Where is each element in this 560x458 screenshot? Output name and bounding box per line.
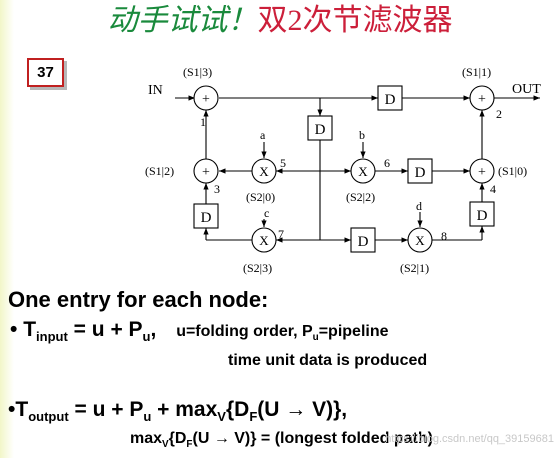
- adder-id-3: 3: [214, 182, 220, 196]
- multiplier-node-6: [350, 158, 376, 184]
- adder-label-3: (S1|2): [145, 164, 174, 178]
- max-note-b: {D: [168, 430, 187, 447]
- t-input-eq-sub: u: [142, 329, 151, 345]
- t-output-eq-sub: u: [143, 409, 152, 425]
- max-note-a-sub: V: [162, 439, 169, 451]
- adder-node-1: [193, 85, 219, 111]
- multiplier-id-6: 6: [384, 156, 390, 170]
- adder-symbol-1: +: [202, 92, 210, 107]
- delay-box-right: [469, 201, 495, 227]
- max-definition-note: maxV{DF(U → V)} = (longest folded path): [130, 430, 433, 450]
- bullet-2: •: [8, 398, 16, 421]
- adder-node-2: [469, 85, 495, 111]
- multiplier-id-7: 7: [278, 227, 284, 241]
- adder-id-1: 1: [200, 115, 206, 129]
- section-heading: One entry for each node:: [8, 287, 269, 312]
- adder-node-3: [193, 158, 219, 184]
- folding-note: u=folding order, Pu=pipeline: [176, 323, 389, 344]
- multiplier-coef-d: d: [416, 199, 422, 213]
- t-input-formula: • Tinput = u + Pu, u=folding order, Pu=p…: [10, 318, 389, 344]
- watermark-url: https://blog.csdn.net/qq_39159681: [385, 433, 554, 445]
- t-input-tail: ,: [150, 318, 157, 341]
- input-label: IN: [148, 83, 163, 98]
- delay-label-bottom: D: [358, 234, 369, 250]
- folding-note-a: u=folding order, P: [176, 323, 313, 340]
- delay-box-spine: [307, 115, 333, 141]
- delay-label-left: D: [201, 210, 212, 226]
- delay-label-right: D: [477, 208, 488, 224]
- adder-label-4: (S1|0): [498, 164, 527, 178]
- adder-symbol-2: +: [478, 92, 486, 107]
- multiplier-node-8: [407, 227, 433, 253]
- multiplier-label-8: (S2|1): [400, 261, 429, 275]
- delay-label-top: D: [385, 92, 396, 108]
- multiplier-id-5: 5: [280, 156, 286, 170]
- t-output-max-sub: V: [217, 409, 226, 425]
- t-output-t: T: [15, 398, 29, 421]
- max-note-c: (U → V)} = (longest folded path): [192, 430, 433, 447]
- t-input-sub: input: [36, 329, 68, 345]
- multiplier-symbol-5: X: [259, 164, 269, 179]
- slide-title: 动手试试！双2次节滤波器: [0, 2, 560, 40]
- multiplier-label-7: (S2|3): [243, 261, 272, 275]
- multiplier-coef-b: b: [359, 128, 365, 142]
- title-part-2: 双2次节滤波器: [257, 4, 453, 37]
- adder-symbol-3: +: [202, 165, 210, 180]
- time-unit-note: time unit data is produced: [228, 352, 428, 369]
- multiplier-label-5: (S2|0): [246, 190, 275, 204]
- t-output-sub: output: [28, 409, 69, 425]
- adder-id-4: 4: [490, 182, 496, 196]
- multiplier-label-6: (S2|2): [346, 190, 375, 204]
- folding-note-sub: u: [312, 332, 319, 344]
- multiplier-coef-a: a: [260, 128, 266, 142]
- multiplier-node-5: [251, 158, 277, 184]
- t-output-eq: = u + P: [68, 398, 144, 421]
- t-output-tail: + max: [151, 398, 218, 421]
- delay-box-bottom: [350, 227, 376, 253]
- slide-number-badge: 37: [27, 58, 64, 87]
- delay-box-left: [193, 203, 219, 229]
- title-part-1: 动手试试！: [107, 4, 258, 37]
- output-label: OUT: [512, 82, 541, 97]
- delay-box-top: [377, 85, 403, 111]
- adder-node-4: [469, 158, 495, 184]
- t-output-d-sub: F: [249, 409, 258, 425]
- max-note-b-sub: F: [186, 439, 193, 451]
- t-output-rest: {D: [225, 398, 250, 421]
- max-note-a: max: [130, 430, 163, 447]
- multiplier-node-7: [251, 227, 277, 253]
- t-input-t: T: [23, 318, 37, 341]
- adder-symbol-4: +: [478, 165, 486, 180]
- adder-label-2: (S1|1): [462, 65, 491, 79]
- delay-box-middle: [407, 158, 433, 184]
- multiplier-symbol-6: X: [358, 164, 368, 179]
- adder-label-1: (S1|3): [183, 65, 212, 79]
- t-input-eq: = u + P: [67, 318, 143, 341]
- biquad-filter-diagram: D D D D D D IN OUT + (S1|3) 1 + (S1|2) 3…: [145, 65, 541, 275]
- multiplier-id-8: 8: [441, 229, 447, 243]
- multiplier-coef-c: c: [264, 206, 269, 220]
- folding-note-b: =pipeline: [318, 323, 389, 340]
- delay-label-spine: D: [315, 122, 326, 138]
- t-output-formula: •Toutput = u + Pu + maxV{DF(U → V)},: [8, 398, 347, 424]
- delay-label-middle: D: [415, 165, 426, 181]
- adder-id-2: 2: [496, 107, 502, 121]
- multiplier-symbol-8: X: [415, 233, 425, 248]
- multiplier-symbol-7: X: [259, 233, 269, 248]
- t-output-end: (U → V)},: [257, 398, 348, 421]
- bullet-1: •: [10, 318, 18, 341]
- left-edge-gradient: [0, 0, 14, 458]
